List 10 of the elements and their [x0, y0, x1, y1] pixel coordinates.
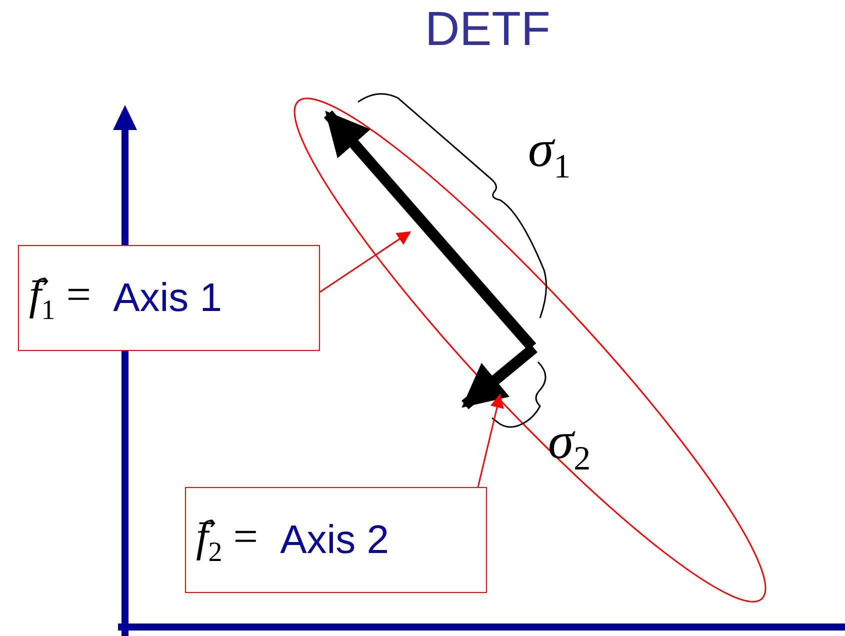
- sigma-label: σ$_{2}$: [548, 412, 591, 478]
- vector-arrow: [462, 344, 538, 410]
- label-box: [185, 487, 487, 593]
- label-box: [18, 245, 320, 351]
- sigma-label: σ$_{1}$: [528, 120, 571, 186]
- axis-label: Axis 2: [280, 518, 389, 562]
- leader-arrow: [477, 394, 504, 488]
- title: DETF: [425, 2, 550, 57]
- axis-label: Axis 1: [113, 276, 222, 320]
- leader-arrow: [320, 231, 412, 293]
